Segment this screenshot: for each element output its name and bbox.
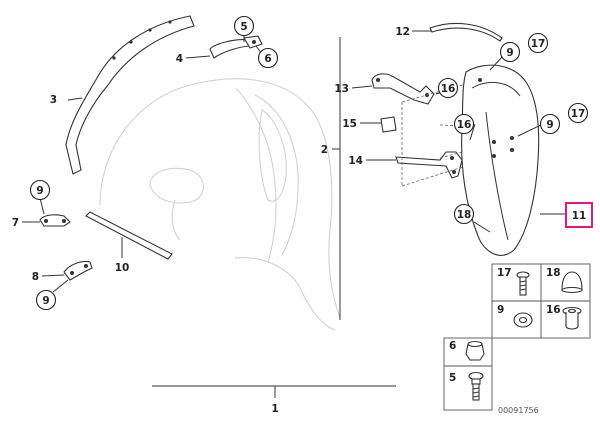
label-part-11-highlighted[interactable]: 11 <box>565 202 593 228</box>
label-part-8[interactable]: 8 <box>32 271 39 283</box>
legend-label-16[interactable]: 16 <box>546 304 561 316</box>
callout-9-fender-top[interactable]: 9 <box>499 41 521 63</box>
callout-9-label: 9 <box>546 119 553 131</box>
assembly-bracket-lines <box>152 37 396 398</box>
label-part-7[interactable]: 7 <box>12 217 19 229</box>
label-part-4[interactable]: 4 <box>176 53 183 65</box>
part-12-curved-strip <box>412 22 503 42</box>
part-3-strut <box>65 15 195 175</box>
legend-label-9[interactable]: 9 <box>497 304 504 316</box>
label-part-15[interactable]: 15 <box>342 118 357 130</box>
label-part-11: 11 <box>572 210 587 222</box>
part-10-strip <box>85 211 173 260</box>
legend-nut-6 <box>465 340 485 361</box>
callout-5[interactable]: 5 <box>233 15 255 37</box>
label-part-1[interactable]: 1 <box>271 403 278 415</box>
callout-9-bottom-left[interactable]: 9 <box>35 289 57 311</box>
legend-washer-9 <box>513 312 533 328</box>
callout-9-label: 9 <box>42 295 49 307</box>
legend-label-18[interactable]: 18 <box>546 267 561 279</box>
callout-18-label: 18 <box>457 209 472 221</box>
callout-17-label: 17 <box>571 108 586 120</box>
legend-label-17[interactable]: 17 <box>497 267 512 279</box>
part-13-bracket <box>351 73 435 105</box>
callout-17-fender-top[interactable]: 17 <box>527 32 549 54</box>
callout-9-fender-right[interactable]: 9 <box>539 113 561 135</box>
background-fairing-outline <box>99 78 341 331</box>
diagram-id: 00091756 <box>498 406 539 415</box>
callout-9-label: 9 <box>506 47 513 59</box>
callout-6-label: 6 <box>264 53 271 65</box>
legend-bolt-5 <box>468 371 484 401</box>
callout-17-label: 17 <box>531 38 546 50</box>
label-part-3[interactable]: 3 <box>50 94 57 106</box>
callout-17-fender-right[interactable]: 17 <box>567 102 589 124</box>
callout-5-label: 5 <box>240 21 247 33</box>
label-part-13[interactable]: 13 <box>334 83 349 95</box>
legend-grommet-16 <box>562 306 582 330</box>
part-4-bracket <box>185 35 263 59</box>
legend-screw-17 <box>516 271 530 296</box>
label-part-10[interactable]: 10 <box>115 262 130 274</box>
callout-16-upper[interactable]: 16 <box>437 77 459 99</box>
legend-cap-18 <box>561 271 583 294</box>
callout-16-label: 16 <box>457 119 472 131</box>
part-15-pad <box>360 116 397 133</box>
callout-9-top-left[interactable]: 9 <box>29 179 51 201</box>
label-part-14[interactable]: 14 <box>348 155 363 167</box>
part-7-bracket <box>22 214 71 227</box>
label-part-2[interactable]: 2 <box>321 144 328 156</box>
legend-label-6[interactable]: 6 <box>449 340 456 352</box>
label-part-12[interactable]: 12 <box>395 26 410 38</box>
part-8-bracket <box>41 260 93 293</box>
small-parts-legend: 17 18 9 16 6 <box>443 263 591 411</box>
callout-18-fender[interactable]: 18 <box>453 203 475 225</box>
callout-9-label: 9 <box>36 185 43 197</box>
callout-16-label: 16 <box>441 83 456 95</box>
callout-6[interactable]: 6 <box>257 47 279 69</box>
callout-16-middle[interactable]: 16 <box>453 113 475 135</box>
legend-label-5[interactable]: 5 <box>449 372 456 384</box>
